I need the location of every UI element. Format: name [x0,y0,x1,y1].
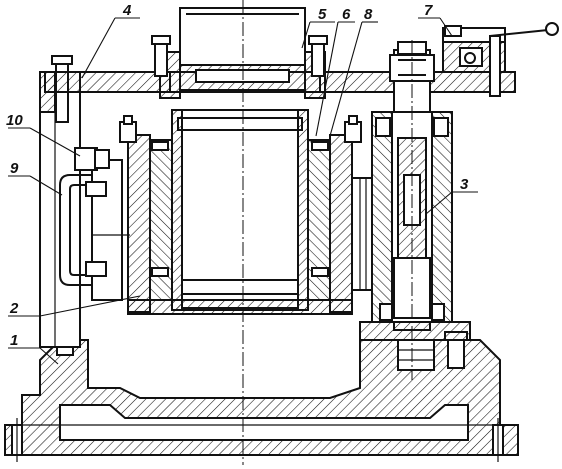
label-part-9: 9 [10,160,19,177]
latch [74,147,110,171]
label-part-10: 10 [6,112,23,129]
clamp-device [442,22,559,97]
label-part-5: 5 [318,6,327,23]
leader-lines [8,17,478,365]
label-part-2: 2 [9,300,19,317]
label-part-6: 6 [342,6,351,23]
label-part-8: 8 [364,6,373,23]
label-part-3: 3 [460,176,469,193]
top-bushing [151,7,328,99]
handle [59,159,130,301]
label-part-1: 1 [10,332,18,349]
central-cylinder [119,109,362,315]
right-spindle [351,41,471,371]
label-part-4: 4 [122,2,132,19]
label-part-7: 7 [424,2,433,19]
